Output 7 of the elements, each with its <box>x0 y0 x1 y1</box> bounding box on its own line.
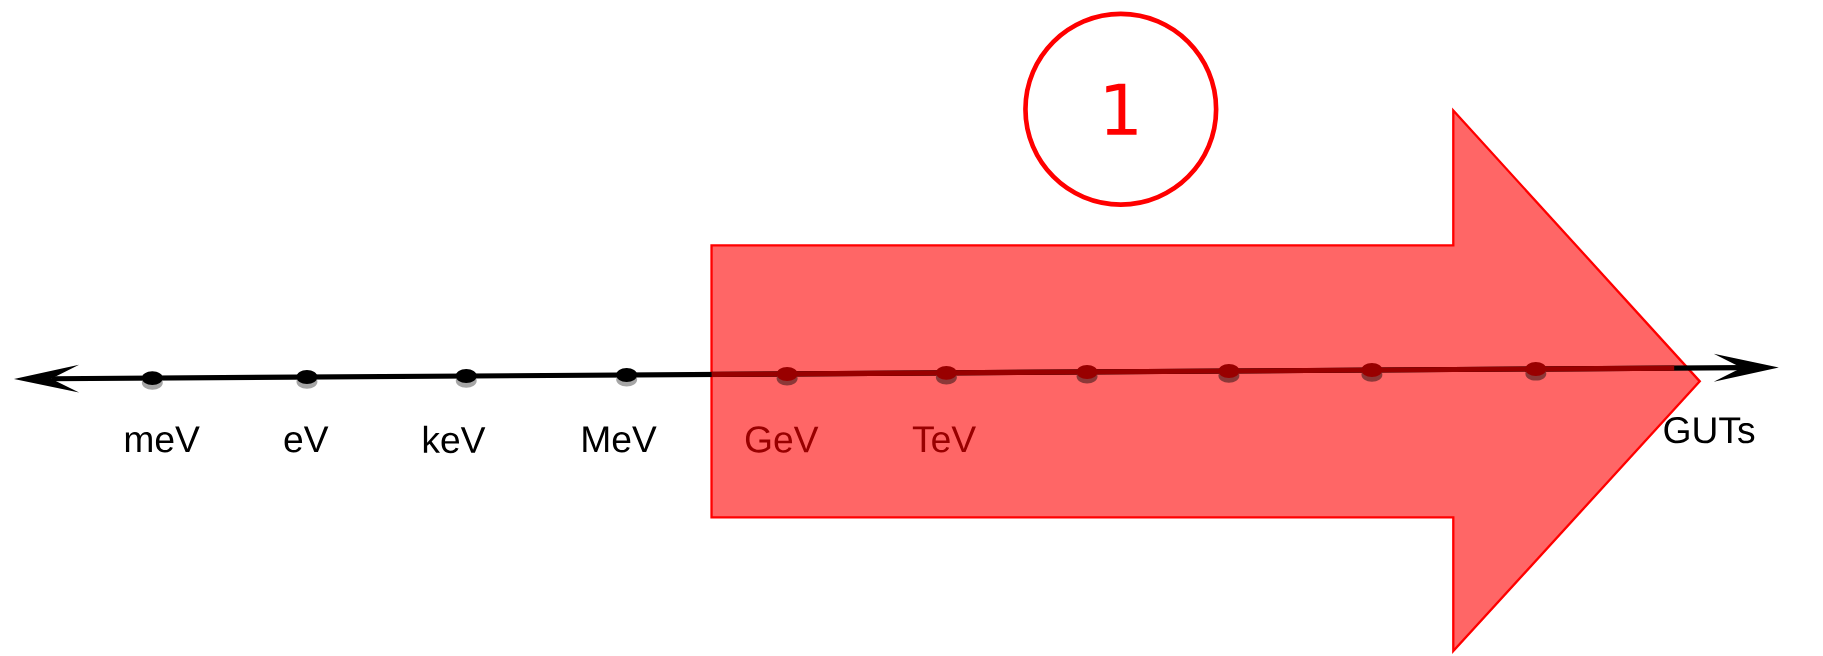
axis-label: keV <box>423 425 486 454</box>
axis-label: TeV <box>912 426 976 453</box>
axis-label: eV <box>284 426 329 453</box>
axis-label: GUTs <box>1664 417 1755 444</box>
axis-label: GeV <box>745 426 819 453</box>
axis-label: MeV <box>583 426 657 453</box>
axis-label: meV <box>125 426 200 453</box>
